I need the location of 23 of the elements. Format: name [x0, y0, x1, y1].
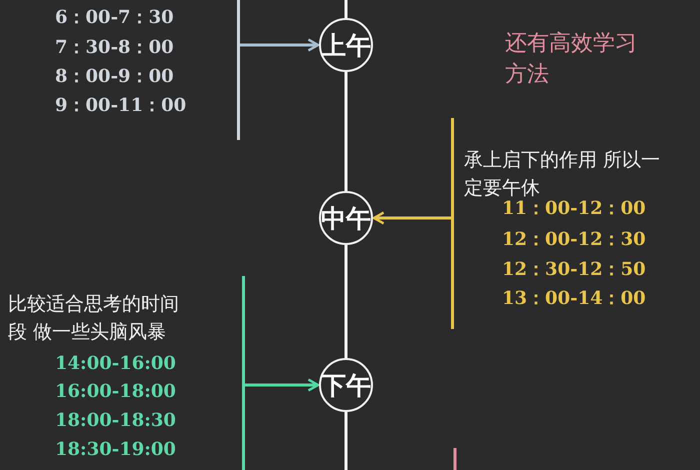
time-range: 13：00-14：00	[502, 287, 646, 311]
connector-line	[344, 72, 348, 191]
time-range: 16:00-18:00	[55, 380, 176, 404]
time-range: 14:00-16:00	[55, 352, 176, 376]
period-circle: 下午	[319, 358, 373, 412]
time-range: 6：00-7：30	[55, 6, 174, 30]
arrow	[244, 378, 320, 392]
arrow	[238, 38, 320, 52]
time-range: 12：00-12：30	[502, 228, 646, 252]
time-range: 8：00-9：00	[55, 65, 174, 89]
time-range: 18:00-18:30	[55, 409, 176, 433]
time-range: 9：00-11：00	[55, 94, 186, 118]
time-range: 18:30-19:00	[55, 438, 176, 462]
connector-line	[344, 245, 348, 358]
time-range: 7：30-8：00	[55, 36, 174, 60]
period-circle: 中午	[319, 191, 373, 245]
connector-line	[344, 0, 348, 18]
note-text: 比较适合思考的时间段 做一些头脑风暴	[8, 292, 180, 345]
period-circle: 上午	[319, 18, 373, 72]
time-range: 12：30-12：50	[502, 258, 646, 282]
arrow	[372, 211, 452, 225]
note-text: 还有高效学习方法	[505, 30, 638, 89]
connector-line	[344, 412, 348, 470]
